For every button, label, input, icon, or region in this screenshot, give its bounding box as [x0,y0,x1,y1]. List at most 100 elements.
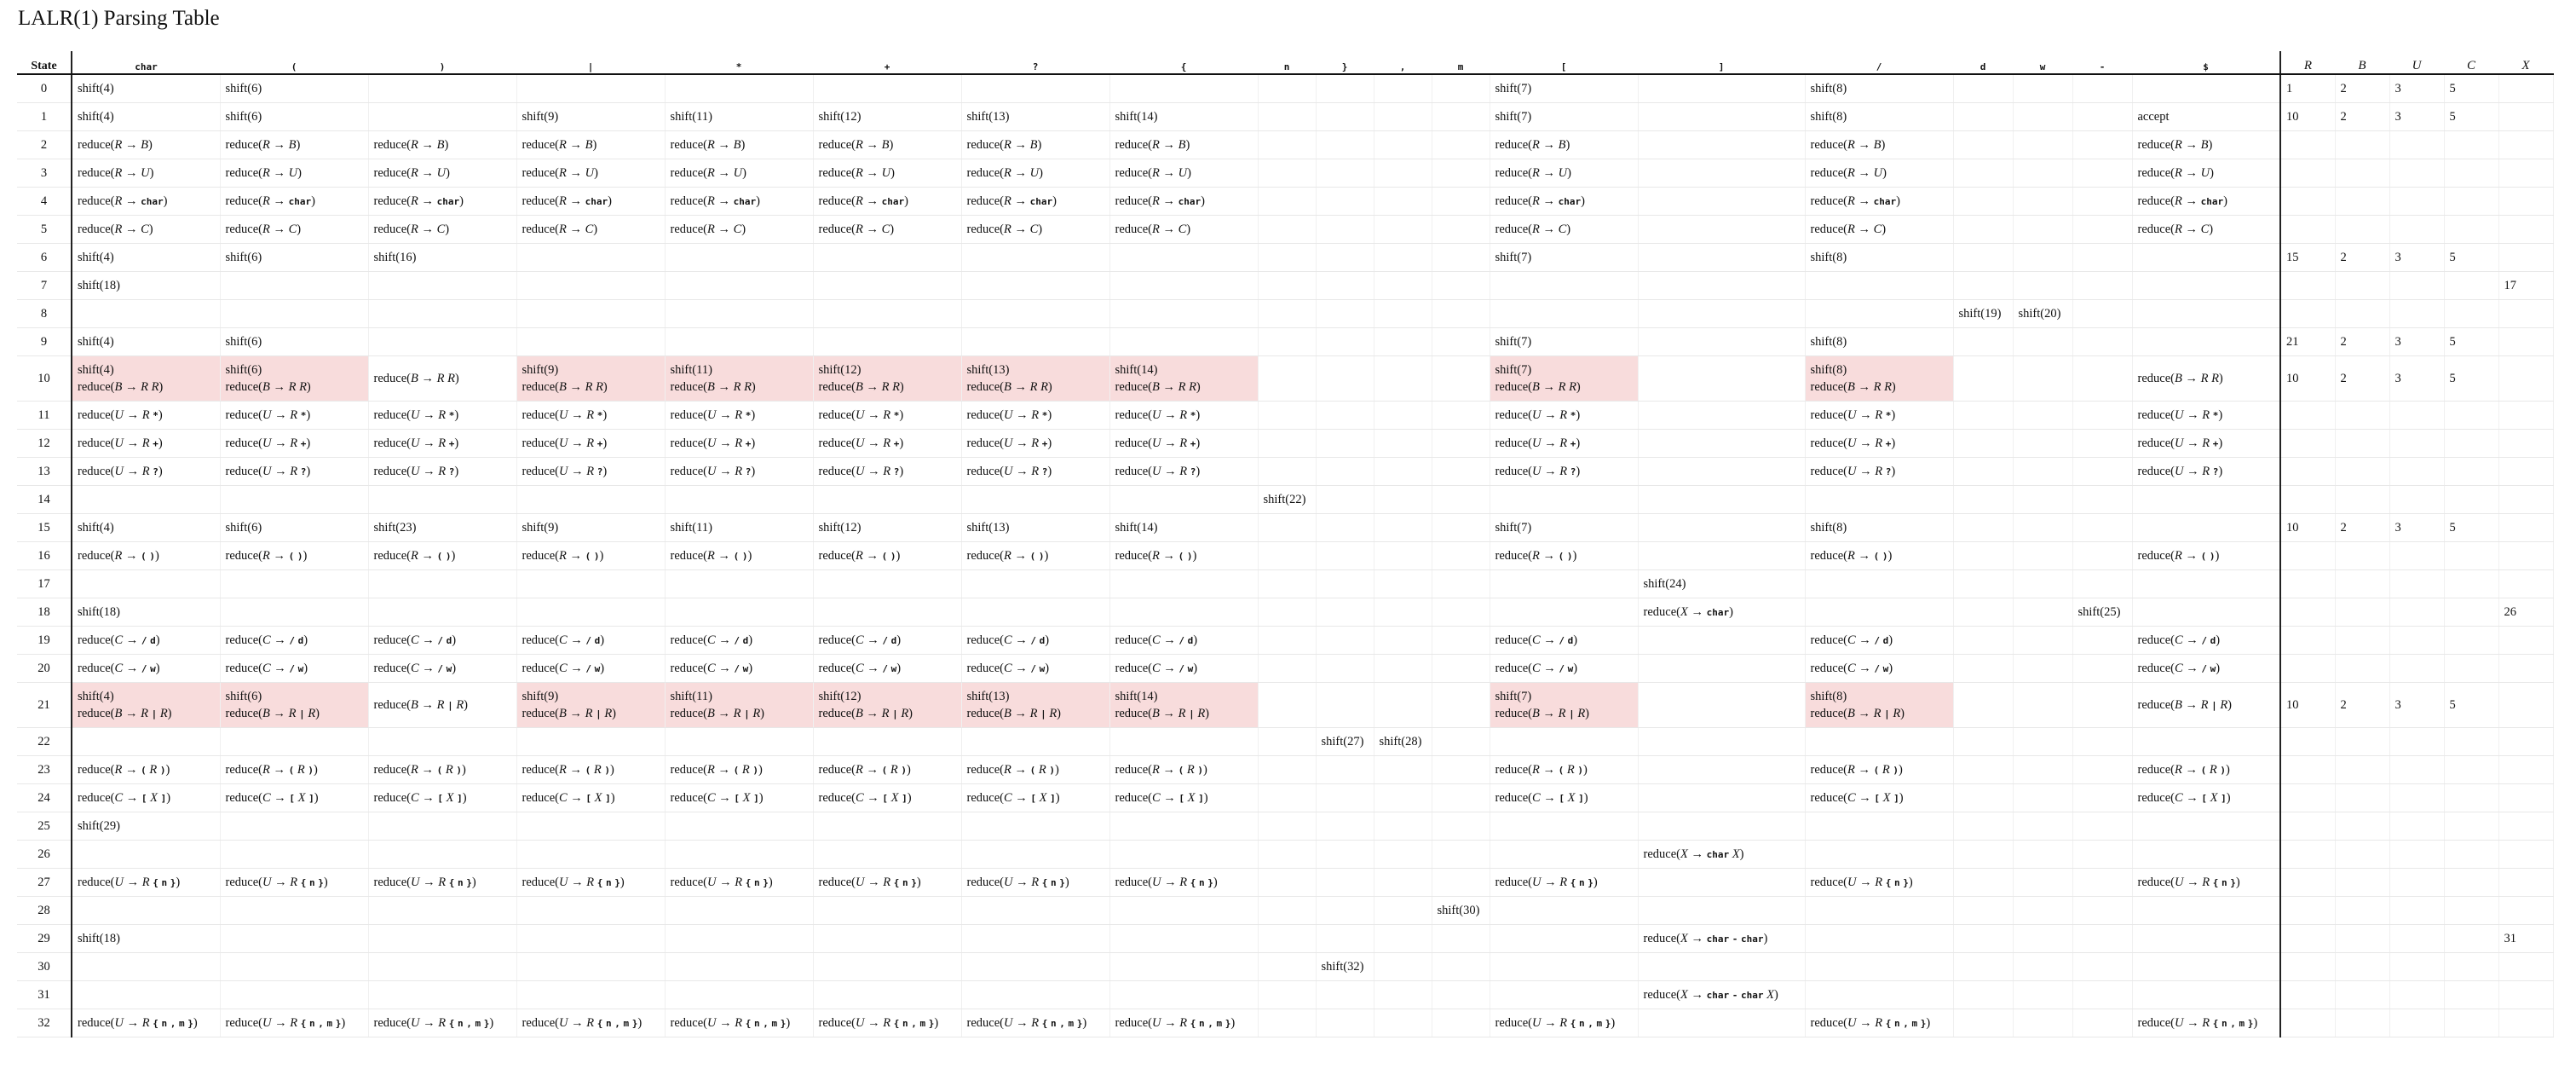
action-entry: reduce(R → char) [78,194,168,208]
action-entry: reduce(U → R ?) [1115,464,1201,478]
action-cell-plus [813,896,962,925]
action-entry: shift(7) [1495,334,1532,349]
action-cell-rparen [368,980,517,1009]
action-cell-rbracket [1638,457,1806,486]
header-terminal-n: n [1258,51,1316,75]
header-terminal-lbracket: [ [1490,51,1638,75]
goto-cell-b [2335,654,2390,683]
action-cell-lbracket [1490,980,1639,1009]
action-cell-star [665,299,814,328]
action-cell-lparen [220,840,369,869]
goto-cell-x [2498,654,2554,683]
goto-cell-r [2279,401,2336,430]
action-entry: reduce(U → R ?) [1810,464,1896,478]
action-entry: reduce(B → R | R) [1115,706,1210,720]
action-cell-end: reduce(R → ( )) [2132,541,2281,570]
action-cell-lparen: reduce(U → R { n }) [220,868,369,897]
action-entry: reduce(C → [ X ]) [818,790,912,805]
goto-cell-u [2389,980,2445,1009]
action-entry: accept [2137,109,2170,124]
action-cell-pipe [516,598,666,627]
action-cell-lparen: reduce(C → / d) [220,626,369,655]
state-cell: 7 [17,271,72,300]
action-cell-w [2013,598,2073,627]
action-entry: reduce(R → B) [670,137,746,152]
action-cell-d [1953,102,2014,131]
action-entry: reduce(R → C) [373,222,450,236]
action-cell-m [1432,682,1490,728]
action-entry: shift(8) [1810,250,1847,264]
action-entry: reduce(C → [ X ]) [225,790,319,805]
state-cell: 11 [17,401,72,430]
action-cell-pipe: reduce(U → R ?) [516,457,666,486]
action-entry: reduce(R → ( R )) [1495,762,1588,777]
action-entry: shift(14) [1115,363,1158,377]
action-entry: shift(8) [1810,334,1847,349]
action-entry: reduce(B → R R) [818,380,904,394]
action-cell-n [1258,980,1317,1009]
action-cell-lbracket [1490,896,1639,925]
action-cell-end: reduce(R → U) [2132,159,2281,188]
action-entry: reduce(B → R R) [1810,380,1896,394]
action-cell-rbracket [1638,626,1806,655]
action-cell-question [961,598,1110,627]
action-entry: shift(6) [225,363,262,377]
action-cell-dash [2072,271,2133,300]
action-cell-lparen: reduce(U → R *) [220,401,369,430]
action-cell-lparen [220,299,369,328]
action-entry: reduce(U → R { n }) [225,875,328,889]
action-cell-lbracket: shift(7) [1490,74,1639,103]
action-cell-star: shift(11) [665,102,814,131]
action-cell-n [1258,896,1317,925]
header-terminal-label: ] [1718,61,1725,72]
action-entry: shift(8) [1810,109,1847,124]
action-cell-plus: shift(12) [813,513,962,542]
goto-cell-b [2335,626,2390,655]
action-cell-rbracket [1638,896,1806,925]
action-entry: reduce(B → R | R) [373,697,469,712]
action-cell-end: reduce(R → ( R )) [2132,755,2281,784]
header-nonterminal-b: B [2335,51,2389,75]
action-cell-n [1258,327,1317,356]
action-cell-lbracket: shift(7) [1490,513,1639,542]
action-cell-w [2013,215,2073,244]
goto-cell-x [2498,187,2554,216]
goto-cell-u [2389,626,2445,655]
action-cell-plus: shift(12)reduce(B → R R) [813,355,962,402]
action-cell-dash [2072,541,2133,570]
action-cell-dash: shift(25) [2072,598,2133,627]
action-cell-end: reduce(R → C) [2132,215,2281,244]
action-entry: shift(7) [1495,520,1532,535]
goto-cell-c [2444,755,2499,784]
action-cell-char: shift(18) [72,924,221,953]
action-entry: shift(16) [373,250,417,264]
action-entry: reduce(C → [ X ]) [1495,790,1588,805]
action-cell-pipe [516,327,666,356]
action-entry: shift(25) [2078,604,2121,619]
action-cell-m [1432,654,1490,683]
action-cell-rbrace [1316,598,1374,627]
action-entry: reduce(R → ( R )) [2137,762,2230,777]
action-entry: shift(11) [670,109,712,124]
action-cell-d: shift(19) [1953,299,2014,328]
action-entry: reduce(U → R +) [1810,436,1896,450]
action-cell-pipe: reduce(U → R +) [516,429,666,458]
state-cell: 16 [17,541,72,570]
goto-cell-u [2389,598,2445,627]
action-cell-dash [2072,429,2133,458]
action-cell-rbrace [1316,130,1374,159]
action-cell-question: reduce(R → C) [961,215,1110,244]
action-entry: shift(7) [1495,81,1532,95]
action-entry: shift(4) [78,334,114,349]
action-cell-rparen: reduce(B → R | R) [368,682,517,728]
action-cell-lparen: reduce(U → R { n , m }) [220,1009,369,1037]
goto-cell-b [2335,924,2390,953]
action-entry: reduce(U → R ?) [522,464,608,478]
action-cell-rparen: reduce(R → U) [368,159,517,188]
action-cell-comma [1374,1009,1432,1037]
goto-cell-r [2279,299,2336,328]
action-cell-slash: reduce(R → B) [1805,130,1954,159]
header-terminal-label: - [2099,61,2106,72]
